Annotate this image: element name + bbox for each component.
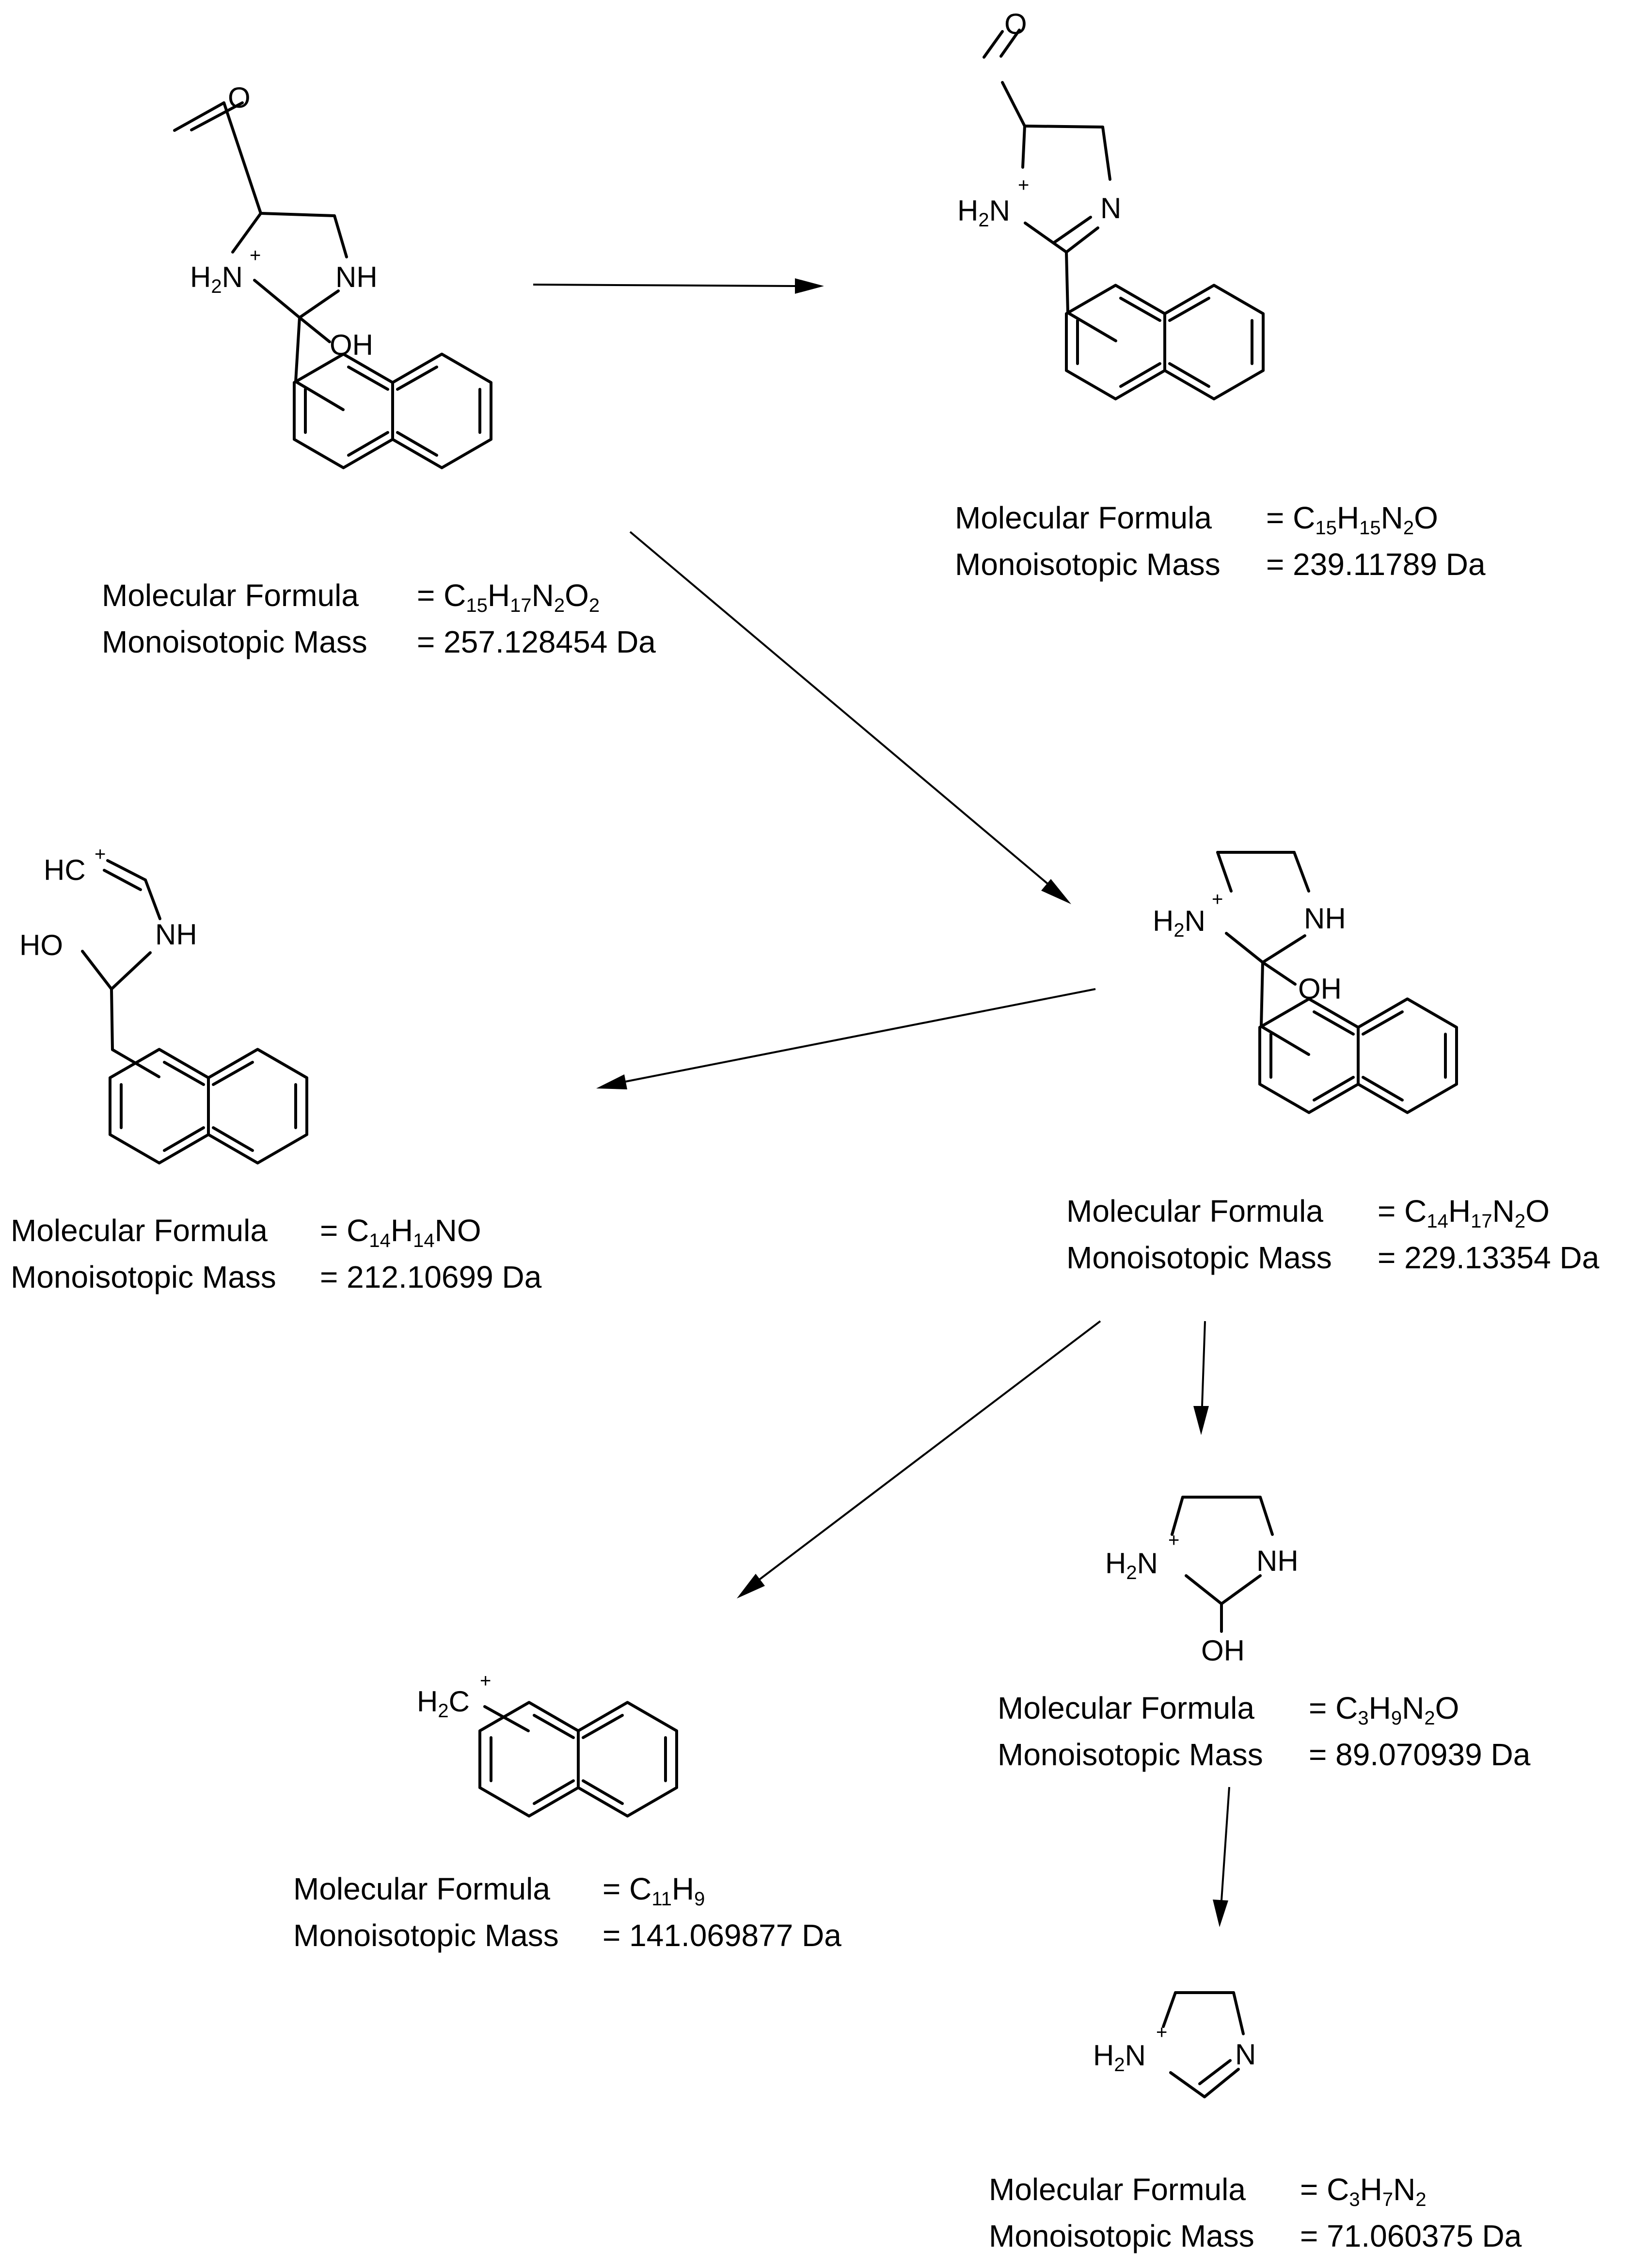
c6-oh-label: OH — [1201, 1634, 1245, 1667]
structure-c5: H2C + — [417, 1670, 677, 1816]
c6-formula: Molecular Formula= C3H9N2O — [998, 1691, 1459, 1729]
c4-hc-label: HC — [44, 854, 86, 886]
c1-oxygen-label: O — [228, 81, 251, 114]
structure-c7: H2N + N — [1093, 1991, 1256, 2098]
compound-2: O H2N + N Molecular Formula= C15H15N2O M… — [955, 8, 1486, 582]
c2-mass: Monoisotopic Mass= 239.11789 Da — [955, 547, 1486, 582]
svg-text:H2C: H2C — [417, 1685, 470, 1722]
arrow-c3-to-c4 — [596, 988, 1096, 1089]
arrows — [533, 278, 1230, 1927]
c4-charge: + — [95, 844, 106, 865]
c5-charge: + — [480, 1670, 491, 1692]
c5-formula: Molecular Formula= C11H9 — [293, 1871, 705, 1910]
structure-c6: H2N + NH OH — [1105, 1496, 1299, 1667]
arrow-c1-to-c2 — [533, 278, 824, 294]
c3-charge: + — [1212, 889, 1223, 910]
structure-c2: O H2N + N — [957, 8, 1263, 399]
c6-charge: + — [1168, 1530, 1179, 1551]
compound-6: H2N + NH OH Molecular Formula= C3H9N2O M… — [998, 1496, 1531, 1772]
arrow-c3-to-c5 — [737, 1320, 1101, 1598]
c3-oh-label: OH — [1298, 973, 1342, 1005]
c1-oh-label: OH — [330, 329, 373, 361]
c1-mass: Monoisotopic Mass= 257.128454 Da — [102, 624, 656, 659]
c2-charge: + — [1018, 175, 1029, 196]
structure-c4: HC + HO NH — [19, 844, 307, 1163]
c5-mass: Monoisotopic Mass= 141.069877 Da — [293, 1918, 841, 1953]
c3-nh-label: NH — [1304, 902, 1346, 935]
compound-3: H2N + NH OH Molecular Formula= C14H17N2O… — [1066, 851, 1600, 1275]
compound-4: HC + HO NH Molecular Formula= C14H14NO M… — [11, 844, 542, 1294]
c2-formula: Molecular Formula= C15H15N2O — [955, 500, 1438, 539]
c1-formula: Molecular Formula= C15H17N2O2 — [102, 578, 600, 616]
structure-c3: H2N + NH OH — [1153, 851, 1457, 1113]
c4-mass: Monoisotopic Mass= 212.10699 Da — [11, 1260, 542, 1294]
c3-formula: Molecular Formula= C14H17N2O — [1066, 1194, 1550, 1232]
c2-oxygen-label: O — [1004, 8, 1027, 40]
c7-mass: Monoisotopic Mass= 71.060375 Da — [989, 2219, 1522, 2253]
svg-text:H2N: H2N — [190, 261, 243, 297]
c7-charge: + — [1156, 2022, 1167, 2043]
arrow-c1-to-c3 — [629, 531, 1071, 904]
structure-c1: O H2N + NH OH — [173, 81, 491, 468]
arrow-c6-to-c7 — [1213, 1787, 1230, 1927]
compound-5: H2C + Molecular Formula= C11H9 Monoisoto… — [293, 1670, 841, 1953]
arrow-c3-to-c6 — [1193, 1321, 1209, 1435]
c7-n-label: N — [1235, 2038, 1256, 2071]
c4-formula: Molecular Formula= C14H14NO — [11, 1213, 481, 1251]
c6-mass: Monoisotopic Mass= 89.070939 Da — [998, 1737, 1531, 1772]
svg-text:H2N: H2N — [1105, 1547, 1158, 1583]
c1-nh-label: NH — [335, 261, 378, 293]
c4-nh-label: NH — [155, 918, 197, 951]
svg-text:H2N: H2N — [957, 194, 1010, 231]
compound-1: O H2N + NH OH Molecular Formula= C15H17N… — [102, 81, 656, 659]
svg-text:H2N: H2N — [1153, 905, 1205, 941]
compound-7: H2N + N Molecular Formula= C3H7N2 Monois… — [989, 1991, 1522, 2253]
c7-formula: Molecular Formula= C3H7N2 — [989, 2172, 1427, 2210]
svg-text:H2N: H2N — [1093, 2039, 1146, 2076]
c4-ho-label: HO — [19, 929, 63, 961]
c3-mass: Monoisotopic Mass= 229.13354 Da — [1066, 1240, 1600, 1275]
c6-nh-label: NH — [1256, 1545, 1299, 1577]
c1-charge: + — [250, 245, 261, 266]
c2-n-label: N — [1100, 192, 1121, 224]
